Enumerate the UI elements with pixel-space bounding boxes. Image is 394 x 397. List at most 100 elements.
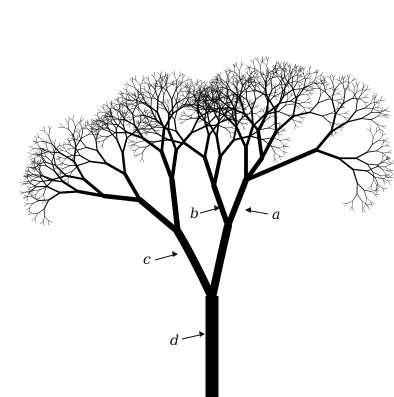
twig <box>386 144 389 146</box>
twig <box>224 70 226 72</box>
twig <box>86 147 97 150</box>
twig <box>289 67 290 72</box>
twig <box>320 72 322 76</box>
twig <box>45 216 49 220</box>
fractal-tree <box>20 56 394 397</box>
twig <box>293 120 295 125</box>
twig <box>373 132 376 137</box>
twig <box>235 72 239 77</box>
twig <box>304 108 309 109</box>
twig <box>150 120 152 124</box>
twig <box>287 64 289 67</box>
twig <box>284 143 287 146</box>
twig <box>300 81 304 82</box>
twig <box>27 181 31 182</box>
label-c: c <box>143 252 151 268</box>
twig <box>73 120 76 127</box>
twig <box>81 125 83 130</box>
twig <box>383 134 387 136</box>
twig <box>339 114 344 117</box>
twig <box>103 105 104 109</box>
twig <box>58 127 63 128</box>
twig <box>230 132 231 136</box>
branch-a-stem <box>212 226 228 298</box>
twig <box>256 112 260 114</box>
twig <box>176 89 177 96</box>
twig <box>332 133 333 136</box>
twig <box>253 63 255 69</box>
twig <box>322 113 331 116</box>
twig <box>377 105 380 108</box>
twig <box>115 99 118 101</box>
twig <box>371 120 377 125</box>
twig <box>228 180 246 226</box>
twig <box>155 112 156 116</box>
twig <box>167 99 168 103</box>
twig <box>80 129 82 132</box>
twig <box>58 146 59 150</box>
twig <box>98 142 100 144</box>
twig <box>162 102 165 103</box>
twig <box>144 89 147 92</box>
twig <box>183 85 186 87</box>
twig <box>220 140 234 157</box>
twig <box>112 102 114 105</box>
twig <box>368 185 371 188</box>
twig <box>177 76 180 81</box>
twig <box>199 121 201 123</box>
twig <box>292 71 295 73</box>
twig <box>70 148 74 149</box>
twig <box>367 85 369 90</box>
twig <box>268 72 272 73</box>
twig <box>184 113 187 116</box>
twig <box>128 142 132 144</box>
twig <box>98 135 102 137</box>
twig <box>357 183 364 190</box>
twig <box>357 82 359 86</box>
twig <box>143 80 145 83</box>
twig <box>31 176 36 178</box>
twig <box>24 183 30 184</box>
twig <box>144 86 145 89</box>
twig <box>158 89 162 98</box>
twig <box>255 70 256 73</box>
twig <box>232 92 236 93</box>
twig <box>289 64 290 67</box>
twig <box>30 149 34 152</box>
twig <box>116 106 118 109</box>
twig <box>371 116 378 120</box>
twig <box>278 134 279 137</box>
twig <box>101 107 104 109</box>
twig <box>382 107 383 111</box>
twig <box>90 161 107 163</box>
twig <box>40 222 43 224</box>
twig <box>181 114 184 116</box>
twig <box>128 115 130 117</box>
twig <box>63 144 66 145</box>
twig <box>348 85 349 89</box>
twig <box>94 115 98 116</box>
twig <box>111 105 112 110</box>
twig <box>387 171 390 173</box>
twig <box>298 71 301 75</box>
twig <box>273 159 275 163</box>
twig <box>270 74 274 75</box>
twig <box>258 76 261 77</box>
twig <box>63 158 66 162</box>
twig <box>40 152 49 155</box>
twig <box>179 119 182 120</box>
twig <box>140 80 143 85</box>
twig <box>142 158 144 161</box>
twig <box>267 57 269 61</box>
twig <box>134 150 135 153</box>
twig <box>316 132 331 150</box>
twig <box>79 161 90 165</box>
twig <box>222 85 223 90</box>
twig <box>385 167 390 170</box>
twig <box>173 85 176 89</box>
twig <box>270 73 271 75</box>
twig <box>302 110 305 113</box>
twig <box>316 150 339 158</box>
twig <box>123 153 125 174</box>
twig <box>29 155 33 158</box>
